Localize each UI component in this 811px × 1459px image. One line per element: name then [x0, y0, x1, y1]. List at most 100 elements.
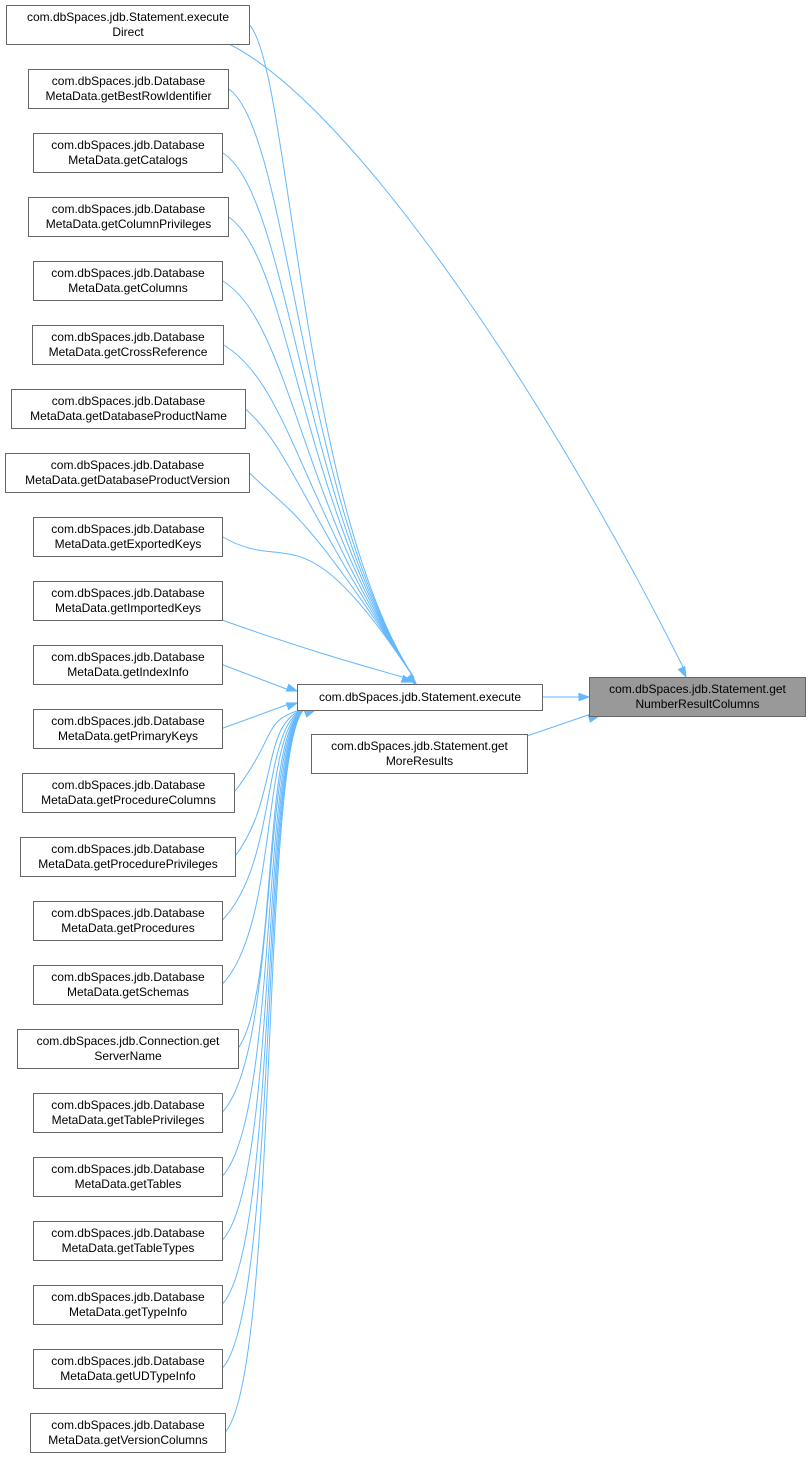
- node-get-procedure-columns[interactable]: com.dbSpaces.jdb.DatabaseMetaData.getPro…: [22, 773, 235, 813]
- node-box-get-version-columns: [30, 1413, 226, 1453]
- node-label-get-procedures-line-2: MetaData.getProcedures: [61, 921, 194, 935]
- node-get-version-columns[interactable]: com.dbSpaces.jdb.DatabaseMetaData.getVer…: [30, 1413, 226, 1453]
- edge-get-catalogs-to-execute: [221, 152, 418, 686]
- node-label-get-schemas-line-1: com.dbSpaces.jdb.Database: [51, 970, 205, 984]
- node-label-get-exported-keys-line-2: MetaData.getExportedKeys: [55, 537, 202, 551]
- edge-get-imported-keys-to-execute: [221, 619, 414, 683]
- node-box-execute: [297, 684, 543, 711]
- node-get-more-results[interactable]: com.dbSpaces.jdb.Statement.getMoreResult…: [311, 734, 528, 774]
- node-label-get-udtype-info-line-1: com.dbSpaces.jdb.Database: [51, 1354, 205, 1368]
- node-box-get-number-result-columns: [589, 677, 806, 717]
- node-label-get-more-results-line-2: MoreResults: [386, 754, 453, 768]
- node-get-procedure-privileges[interactable]: com.dbSpaces.jdb.DatabaseMetaData.getPro…: [20, 837, 236, 877]
- node-box-get-more-results: [311, 734, 528, 774]
- edge-get-more-results-to-get-number-result-columns: [526, 713, 601, 737]
- edge-get-columns-to-execute: [221, 280, 418, 686]
- node-label-get-tables-line-2: MetaData.getTables: [75, 1177, 182, 1191]
- node-label-get-table-types-line-2: MetaData.getTableTypes: [62, 1241, 195, 1255]
- node-get-catalogs[interactable]: com.dbSpaces.jdb.DatabaseMetaData.getCat…: [33, 133, 223, 173]
- node-label-get-procedure-columns-line-2: MetaData.getProcedureColumns: [41, 793, 216, 807]
- node-get-cross-reference[interactable]: com.dbSpaces.jdb.DatabaseMetaData.getCro…: [32, 325, 224, 365]
- node-label-get-type-info-line-2: MetaData.getTypeInfo: [69, 1305, 187, 1319]
- node-label-get-primary-keys-line-1: com.dbSpaces.jdb.Database: [51, 714, 205, 728]
- node-box-get-index-info: [33, 645, 223, 685]
- node-box-get-procedure-privileges: [20, 837, 236, 877]
- node-label-get-column-privileges-line-1: com.dbSpaces.jdb.Database: [52, 202, 206, 216]
- node-get-type-info[interactable]: com.dbSpaces.jdb.DatabaseMetaData.getTyp…: [33, 1285, 223, 1325]
- node-label-get-primary-keys-line-2: MetaData.getPrimaryKeys: [58, 729, 198, 743]
- edge-get-tables-to-execute: [221, 707, 317, 1177]
- node-box-get-type-info: [33, 1285, 223, 1325]
- node-label-get-procedure-privileges-line-1: com.dbSpaces.jdb.Database: [51, 842, 205, 856]
- node-label-get-best-row-identifier-line-2: MetaData.getBestRowIdentifier: [45, 89, 211, 103]
- node-label-get-number-result-columns-line-1: com.dbSpaces.jdb.Statement.get: [609, 682, 786, 696]
- node-get-number-result-columns[interactable]: com.dbSpaces.jdb.Statement.getNumberResu…: [589, 677, 806, 717]
- node-label-get-number-result-columns-line-2: NumberResultColumns: [635, 697, 759, 711]
- edge-get-index-info-to-execute: [221, 664, 299, 692]
- node-label-execute-line-1: com.dbSpaces.jdb.Statement.execute: [319, 690, 521, 704]
- node-get-table-privileges[interactable]: com.dbSpaces.jdb.DatabaseMetaData.getTab…: [33, 1093, 223, 1133]
- node-execute[interactable]: com.dbSpaces.jdb.Statement.execute: [297, 684, 543, 711]
- node-label-get-procedure-columns-line-1: com.dbSpaces.jdb.Database: [52, 778, 206, 792]
- node-get-procedures[interactable]: com.dbSpaces.jdb.DatabaseMetaData.getPro…: [33, 901, 223, 941]
- node-box-get-cross-reference: [32, 325, 224, 365]
- edge-execute-to-get-number-result-columns: [542, 692, 591, 702]
- node-label-get-cross-reference-line-1: com.dbSpaces.jdb.Database: [51, 330, 205, 344]
- node-label-get-table-privileges-line-1: com.dbSpaces.jdb.Database: [51, 1098, 205, 1112]
- node-label-get-version-columns-line-1: com.dbSpaces.jdb.Database: [51, 1418, 205, 1432]
- node-label-get-catalogs-line-1: com.dbSpaces.jdb.Database: [51, 138, 205, 152]
- node-label-get-columns-line-2: MetaData.getColumns: [68, 281, 187, 295]
- node-get-columns[interactable]: com.dbSpaces.jdb.DatabaseMetaData.getCol…: [33, 261, 223, 301]
- node-get-exported-keys[interactable]: com.dbSpaces.jdb.DatabaseMetaData.getExp…: [33, 517, 223, 557]
- node-box-get-udtype-info: [33, 1349, 223, 1389]
- node-label-get-udtype-info-line-2: MetaData.getUDTypeInfo: [60, 1369, 196, 1383]
- node-get-primary-keys[interactable]: com.dbSpaces.jdb.DatabaseMetaData.getPri…: [33, 709, 223, 749]
- node-box-get-table-types: [33, 1221, 223, 1261]
- node-box-get-column-privileges: [28, 197, 229, 237]
- node-get-tables[interactable]: com.dbSpaces.jdb.DatabaseMetaData.getTab…: [33, 1157, 223, 1197]
- node-box-get-database-product-name: [11, 389, 246, 429]
- node-box-get-table-privileges: [33, 1093, 223, 1133]
- edge-get-table-types-to-execute: [221, 707, 317, 1241]
- node-label-get-catalogs-line-2: MetaData.getCatalogs: [68, 153, 187, 167]
- node-box-get-server-name: [17, 1029, 239, 1069]
- node-box-execute-direct: [6, 5, 250, 45]
- node-get-server-name[interactable]: com.dbSpaces.jdb.Connection.getServerNam…: [17, 1029, 239, 1069]
- node-box-get-database-product-version: [5, 453, 250, 493]
- node-box-get-columns: [33, 261, 223, 301]
- node-label-get-schemas-line-2: MetaData.getSchemas: [67, 985, 189, 999]
- edge-execute-direct-to-execute: [248, 24, 418, 686]
- node-box-get-procedure-columns: [22, 773, 235, 813]
- edge-get-best-row-identifier-to-execute: [227, 88, 418, 686]
- node-box-get-primary-keys: [33, 709, 223, 749]
- node-label-get-best-row-identifier-line-1: com.dbSpaces.jdb.Database: [52, 74, 206, 88]
- node-label-get-exported-keys-line-1: com.dbSpaces.jdb.Database: [51, 522, 205, 536]
- node-label-get-database-product-name-line-1: com.dbSpaces.jdb.Database: [52, 394, 206, 408]
- node-label-get-imported-keys-line-1: com.dbSpaces.jdb.Database: [51, 586, 205, 600]
- node-get-schemas[interactable]: com.dbSpaces.jdb.DatabaseMetaData.getSch…: [33, 965, 223, 1005]
- node-box-get-tables: [33, 1157, 223, 1197]
- edge-get-procedure-columns-to-execute: [233, 707, 317, 793]
- node-box-get-schemas: [33, 965, 223, 1005]
- node-label-get-procedures-line-1: com.dbSpaces.jdb.Database: [51, 906, 205, 920]
- node-get-udtype-info[interactable]: com.dbSpaces.jdb.DatabaseMetaData.getUDT…: [33, 1349, 223, 1389]
- node-label-execute-direct-line-2: Direct: [112, 25, 144, 39]
- node-get-database-product-name[interactable]: com.dbSpaces.jdb.DatabaseMetaData.getDat…: [11, 389, 246, 429]
- node-label-get-procedure-privileges-line-2: MetaData.getProcedurePrivileges: [38, 857, 217, 871]
- node-get-column-privileges[interactable]: com.dbSpaces.jdb.DatabaseMetaData.getCol…: [28, 197, 229, 237]
- node-get-best-row-identifier[interactable]: com.dbSpaces.jdb.DatabaseMetaData.getBes…: [28, 69, 229, 109]
- node-get-index-info[interactable]: com.dbSpaces.jdb.DatabaseMetaData.getInd…: [33, 645, 223, 685]
- node-box-get-catalogs: [33, 133, 223, 173]
- node-label-get-table-types-line-1: com.dbSpaces.jdb.Database: [51, 1226, 205, 1240]
- node-box-get-procedures: [33, 901, 223, 941]
- node-label-get-columns-line-1: com.dbSpaces.jdb.Database: [51, 266, 205, 280]
- node-label-get-cross-reference-line-2: MetaData.getCrossReference: [49, 345, 208, 359]
- node-get-database-product-version[interactable]: com.dbSpaces.jdb.DatabaseMetaData.getDat…: [5, 453, 250, 493]
- node-box-get-best-row-identifier: [28, 69, 229, 109]
- edge-execute-direct-to-get-number-result-columns: [228, 43, 687, 679]
- node-label-get-more-results-line-1: com.dbSpaces.jdb.Statement.get: [331, 739, 508, 753]
- node-get-table-types[interactable]: com.dbSpaces.jdb.DatabaseMetaData.getTab…: [33, 1221, 223, 1261]
- node-label-get-server-name-line-1: com.dbSpaces.jdb.Connection.get: [37, 1034, 220, 1048]
- node-get-imported-keys[interactable]: com.dbSpaces.jdb.DatabaseMetaData.getImp…: [33, 581, 223, 621]
